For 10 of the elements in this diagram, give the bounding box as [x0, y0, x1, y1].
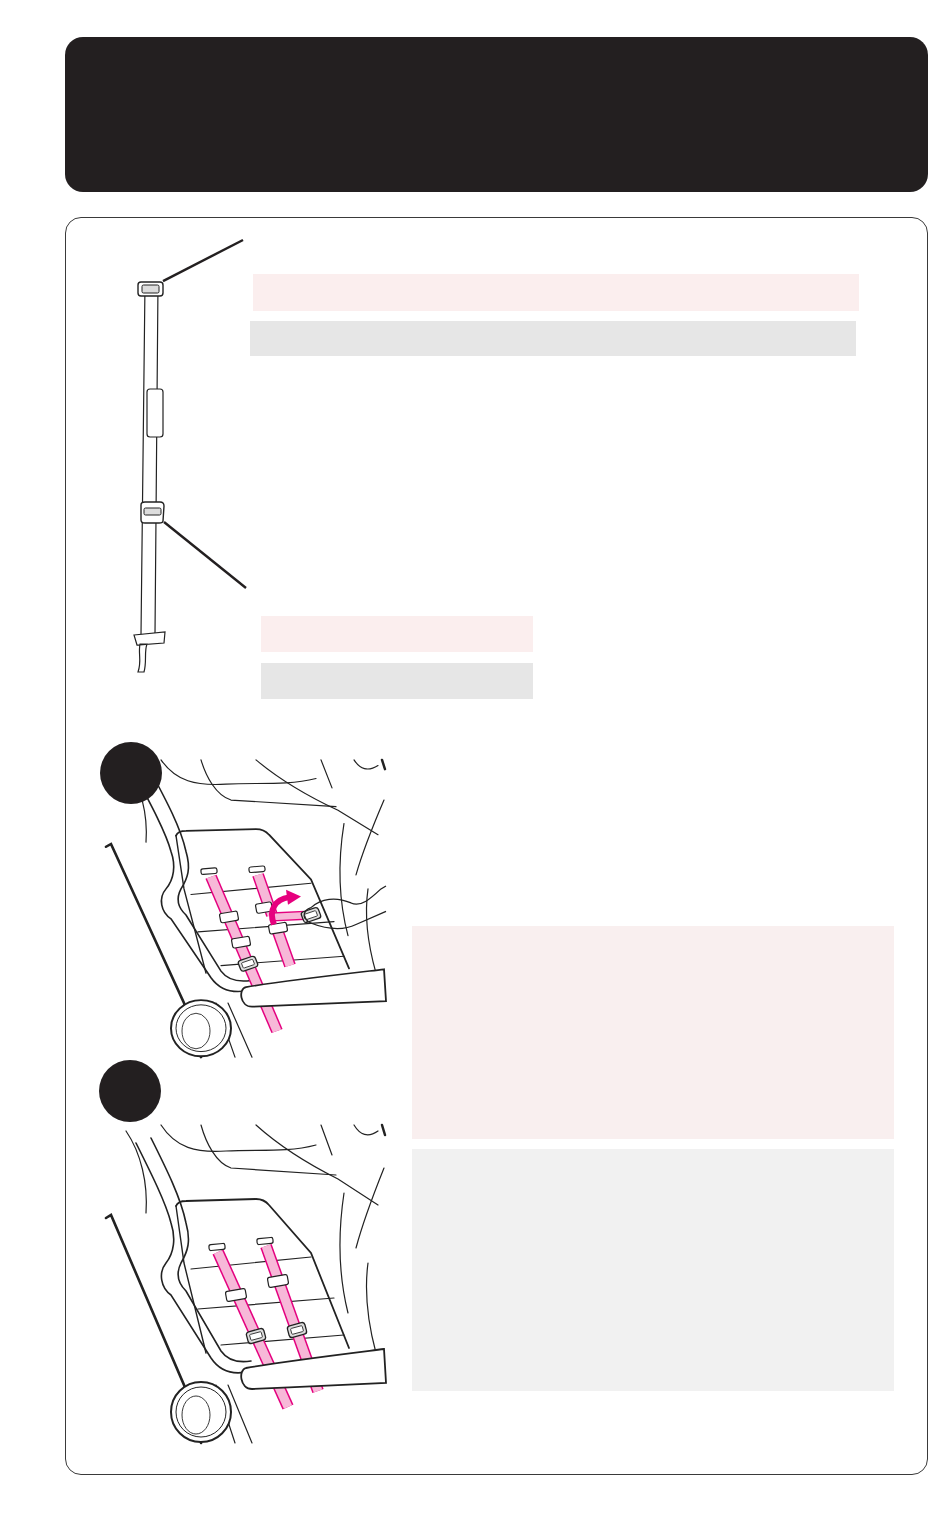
stroller-seat-drawing [106, 1123, 386, 1445]
shaded-band [250, 321, 856, 356]
slider-buckle [140, 501, 165, 524]
instruction-panel [65, 217, 928, 1475]
step-circle [100, 742, 162, 804]
leader-line [163, 521, 247, 589]
strap-loop [137, 281, 164, 297]
header-band [65, 37, 928, 192]
shaded-band [261, 663, 533, 699]
leader-line [162, 238, 244, 283]
